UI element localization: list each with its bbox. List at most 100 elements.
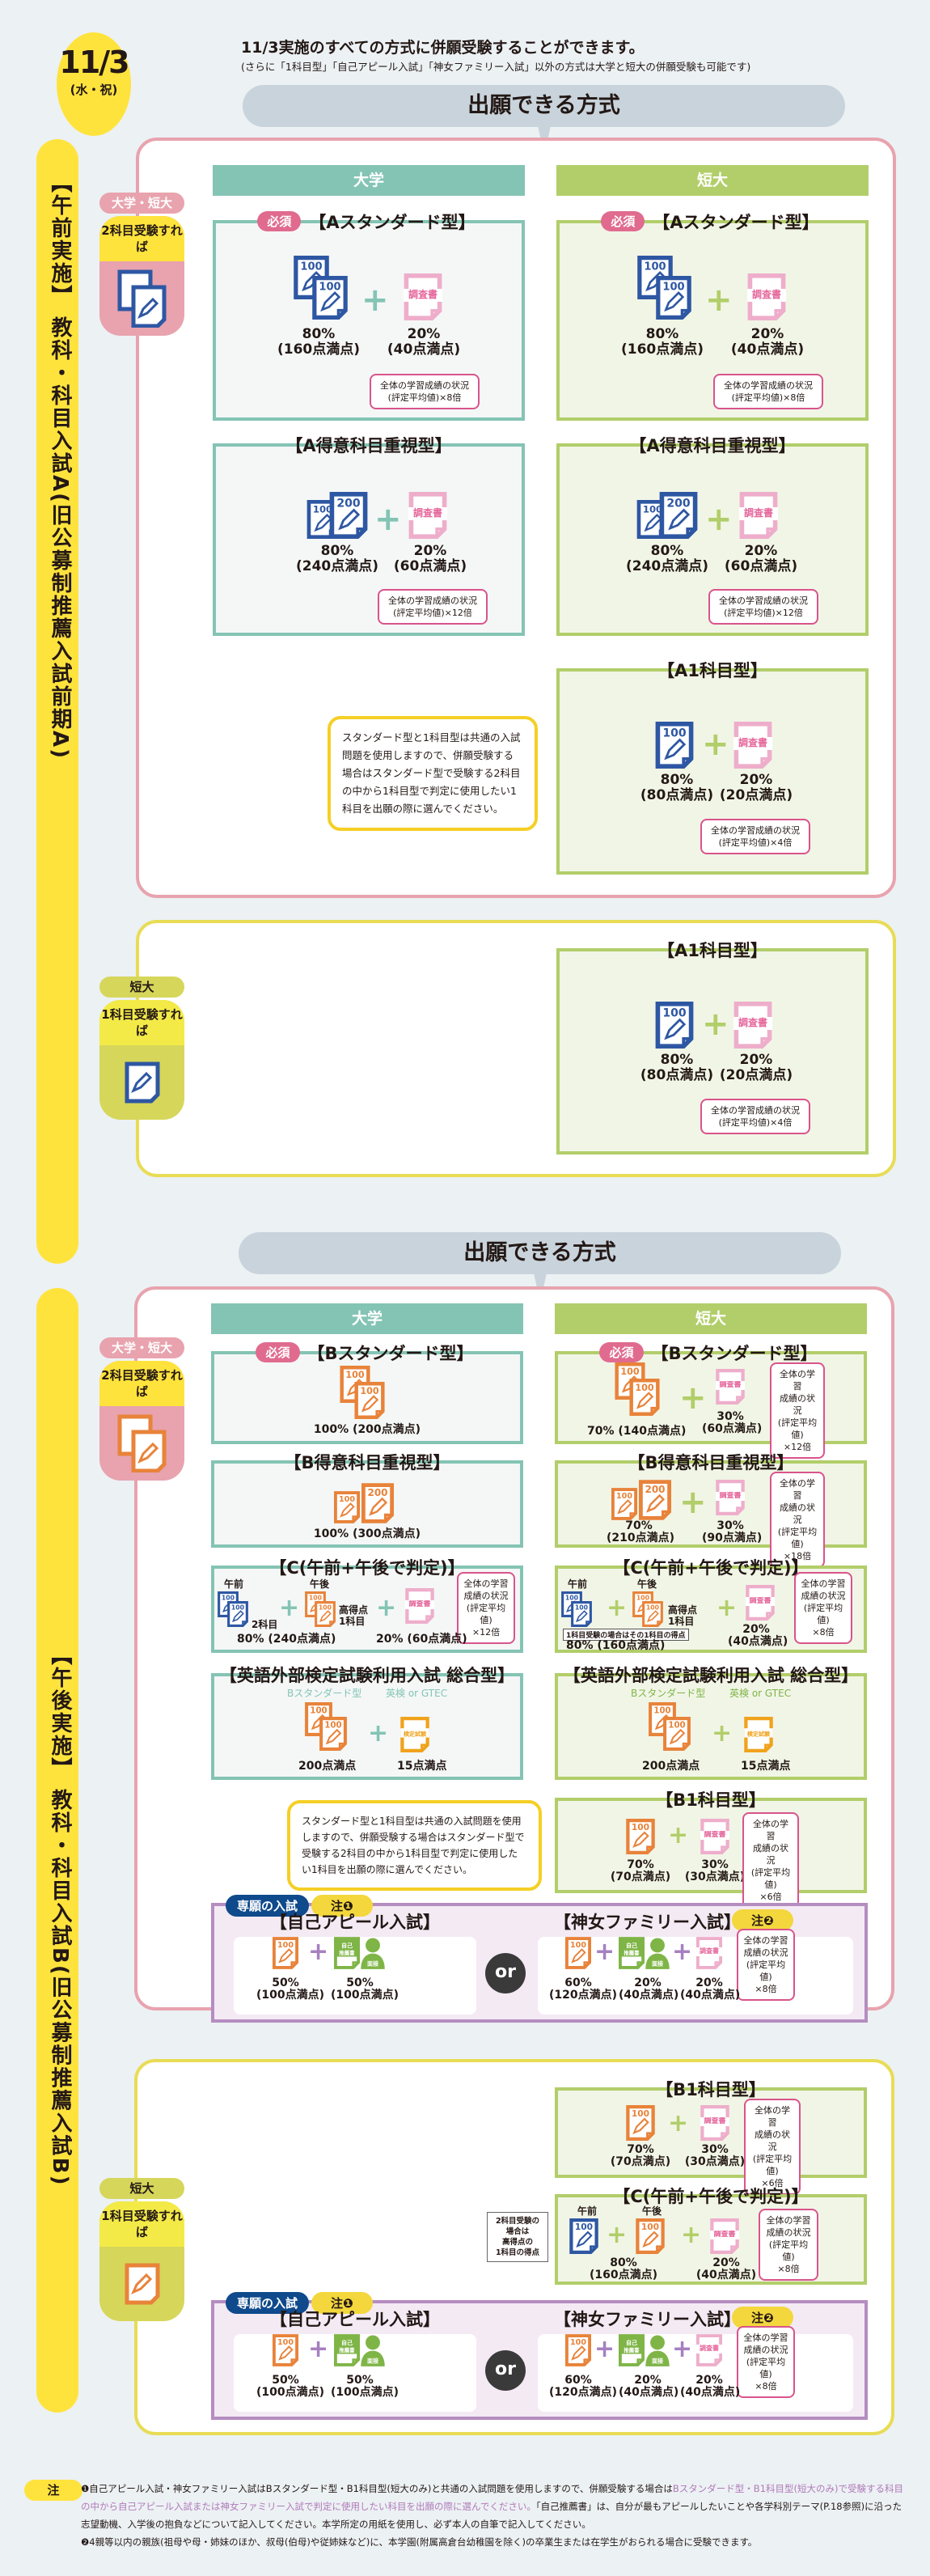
report-percent: 20% <box>695 1976 723 1989</box>
exam-sheet-icon <box>611 1488 637 1520</box>
sheet-icon <box>99 1045 184 1120</box>
interview-person-icon <box>360 1937 386 1969</box>
card-title: 【B1科目型】 <box>656 2080 766 2099</box>
plus-icon: + <box>712 1719 733 1748</box>
card-b-tokui-uni: 【B得意科目重視型】 100% (300点満点) <box>211 1453 523 1548</box>
report-icon: 調査書 <box>710 2218 739 2254</box>
exam-sheet-icon <box>626 2105 655 2141</box>
report-percent: 20% <box>407 326 441 342</box>
card-title: 【Aスタンダード型】 <box>309 213 476 232</box>
self-recommendation-icon <box>619 1937 645 1969</box>
footnote-1b: Bスタンダード型・B1科目型(短大のみ)で受験する科目の中から自己アピール入試ま… <box>81 2483 903 2512</box>
family-title: 【神女ファミリー入試】 <box>554 1913 741 1932</box>
exam-points: (70点満点) <box>610 1871 671 1883</box>
report-icon: 調査書 <box>408 492 447 539</box>
card-title: 【A1科目型】 <box>657 941 767 960</box>
report-note: 全体の学習成績の状況(評定平均値)×4倍 <box>700 1099 810 1134</box>
exam-points: (120点満点) <box>549 2386 618 2399</box>
section-title-afternoon: 出願できる方式 <box>239 1232 841 1303</box>
plus-icon: + <box>279 1594 300 1622</box>
card-a-tokui-jc: 【A得意科目重視型】 + 調査書 80%(240点満点) 20%(60点満点) … <box>556 436 869 636</box>
exam-sheet-icon <box>655 276 692 320</box>
required-badge: 必須 <box>599 1342 644 1362</box>
report-note: 全体の学習成績の状況(評定平均値)×8倍 <box>794 1572 852 1644</box>
report-points: (30点満点) <box>684 1871 746 1883</box>
plus-icon: + <box>308 1938 329 1966</box>
report-label: 調査書 <box>747 289 786 302</box>
exam-sheet-icon <box>565 2334 591 2366</box>
card-b-standard-uni: 必須【Bスタンダード型】 100% (200点満点) <box>211 1342 523 1444</box>
plus-icon: + <box>668 2109 689 2137</box>
report-percent: 20% <box>739 772 773 788</box>
report-percent: 20% <box>413 543 447 559</box>
plus-icon: + <box>672 1938 693 1966</box>
report-icon: 調査書 <box>716 1369 745 1405</box>
report-label: 調査書 <box>408 507 447 520</box>
appeal-title: 【自己アピール入試】 <box>270 2310 440 2329</box>
report-note: 全体の学習成績の状況(評定平均値)×8倍 <box>737 1929 795 2001</box>
tag-condition: 2科目受験すれば <box>99 216 184 261</box>
exam-points: (100点満点) <box>256 2386 325 2399</box>
report-percent: 30% <box>717 1410 744 1423</box>
exam-sheet-icon <box>642 1601 663 1627</box>
card-title: 【英語外部検定試験利用入試 総合型】 <box>219 1666 515 1685</box>
exam-points: (240点満点) <box>295 558 379 574</box>
exam-points: (210点満点) <box>607 1532 675 1544</box>
card-title: 【Aスタンダード型】 <box>653 213 819 232</box>
afternoon-label: 午後 <box>637 1578 657 1590</box>
report-icon: 調査書 <box>696 2334 722 2366</box>
points-label: 200点満点 <box>298 1760 357 1773</box>
self-points: (100点満点) <box>331 1989 399 2002</box>
report-label: 調査書 <box>746 1596 775 1607</box>
self-recommendation-icon <box>334 2334 360 2366</box>
card-title: 【A得意科目重視型】 <box>285 436 452 455</box>
tag-condition: 1科目受験すれば <box>99 1000 184 1045</box>
senkan-box-jc: 専願の入試 注❶ 【自己アピール入試】 + 50%(100点満点) 50%(10… <box>211 2292 868 2420</box>
exam-sheet-200-icon <box>659 492 698 539</box>
senkan-label: 専願の入試 <box>226 2292 310 2314</box>
exam-sheet-icon <box>663 1717 691 1751</box>
plus-icon: + <box>717 1594 738 1622</box>
report-note: 全体の学習成績の状況(評定平均値)×8倍 <box>737 2326 795 2398</box>
date-badge: 11/3 (水・祝) <box>57 32 131 136</box>
report-icon: 調査書 <box>404 273 442 320</box>
note-badge-1: 注❶ <box>311 1895 373 1917</box>
report-percent: 20% <box>712 2256 740 2269</box>
exam-percent: 80% <box>650 543 684 559</box>
column-header-uni: 大学 <box>213 165 525 196</box>
family-card: 【神女ファミリー入試】 注❷ + + 調査書 全体の学習成績の状況(評定平均値)… <box>538 1909 853 2015</box>
exam-sheet-icon <box>311 276 349 320</box>
exam-sheet-icon <box>636 2218 665 2254</box>
report-icon: 調査書 <box>700 1819 729 1854</box>
report-label: 調査書 <box>733 737 772 750</box>
plus-icon: + <box>594 1938 615 1966</box>
card-eiken-jc: 【英語外部検定試験利用入試 総合型】 Bスタンダード型 英検 or GTEC +… <box>555 1666 867 1780</box>
report-percent: 20% <box>742 1623 770 1636</box>
exam-sheet-icon <box>655 722 694 769</box>
report-icon: 調査書 <box>746 1585 775 1621</box>
tag-both-morning: 大学・短大 2科目受験すれば <box>99 193 184 336</box>
appeal-card: 【自己アピール入試】 + 50%(100点満点) 50%(100点満点) <box>234 1913 476 2015</box>
report-percent: 20% <box>695 2374 723 2387</box>
exam-percent: 50% <box>272 2374 299 2387</box>
plus-icon: + <box>672 2335 693 2363</box>
one-subject-label: 1科目 <box>339 1616 366 1627</box>
exam-sheet-200-icon <box>361 1483 394 1523</box>
senkan-label: 専願の入試 <box>226 1895 310 1917</box>
card-b1-jc: 【B1科目型】 + 調査書 70%(70点満点) 30%(30点満点) 全体の学… <box>555 1790 867 1909</box>
card-title: 【Bスタンダード型】 <box>307 1344 474 1363</box>
one-subject-label: 1科目 <box>668 1616 695 1627</box>
card-a-standard-uni: 必須【Aスタンダード型】 + 調査書 80%(160点満点) 20%(40点満点… <box>213 211 525 421</box>
exam-sheet-icon <box>565 1937 591 1969</box>
exam-percent: 80% <box>320 543 354 559</box>
card-title: 【英語外部検定試験利用入試 総合型】 <box>563 1666 859 1685</box>
report-note: 全体の学習成績の状況(評定平均値)×18倍 <box>770 1472 825 1568</box>
tag-jc-morning: 短大 1科目受験すれば <box>99 977 184 1120</box>
info-note-morning: スタンダード型と1科目型は共通の入試問題を使用しますので、併願受験する場合はスタ… <box>328 716 538 831</box>
report-label: 調査書 <box>404 289 442 302</box>
exam-sheet-icon <box>315 1601 336 1627</box>
card-title: 【C(午前+午後で判定)】 <box>613 2187 809 2206</box>
plus-icon: + <box>308 2335 329 2363</box>
card-a-tokui-uni: 【A得意科目重視型】 + 調査書 80%(240点満点) 20%(60点満点) … <box>213 436 525 636</box>
